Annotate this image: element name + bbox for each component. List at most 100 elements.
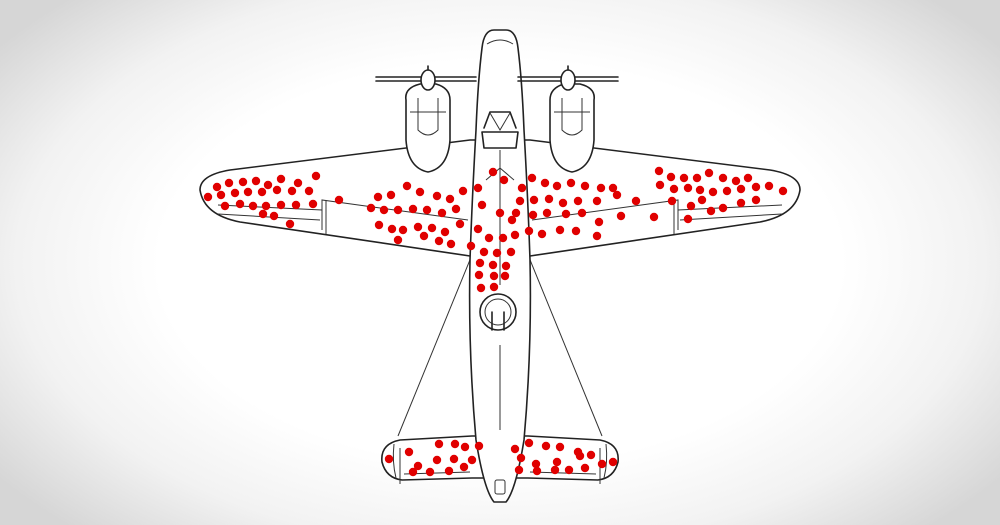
bullet-hit-dot	[736, 198, 746, 208]
bullet-hit-dot	[311, 171, 321, 181]
bullet-hit-dot	[529, 195, 539, 205]
bullet-hit-dot	[212, 182, 222, 192]
bullet-hit-dot	[230, 188, 240, 198]
bullet-hit-dot	[203, 192, 213, 202]
left-propeller	[375, 65, 477, 91]
fuselage	[468, 29, 532, 503]
bullet-hit-dot	[444, 466, 454, 476]
bullet-hit-dot	[304, 186, 314, 196]
bullet-hit-dot	[413, 222, 423, 232]
bullet-hit-dot	[287, 186, 297, 196]
bullet-hit-dot	[594, 217, 604, 227]
bullet-hit-dot	[552, 181, 562, 191]
bullet-hit-dot	[708, 187, 718, 197]
bullet-hit-dot	[216, 190, 226, 200]
bullet-hit-dot	[706, 206, 716, 216]
right-propeller	[517, 65, 619, 91]
bullet-hit-dot	[655, 180, 665, 190]
bullet-hit-dot	[308, 199, 318, 209]
bullet-hit-dot	[434, 439, 444, 449]
bullet-hit-dot	[474, 270, 484, 280]
bullet-hit-dot	[575, 451, 585, 461]
hits-fuselage	[466, 167, 520, 293]
hits-right-inner-wing	[511, 173, 659, 241]
bullet-hit-dot	[459, 462, 469, 472]
bullet-hit-dot	[384, 454, 394, 464]
bullet-hit-dot	[697, 195, 707, 205]
bullet-hit-dot	[683, 214, 693, 224]
bullet-hit-dot	[718, 173, 728, 183]
bullet-hit-dot	[649, 212, 659, 222]
bullet-hit-dot	[537, 229, 547, 239]
bullet-hit-dot	[552, 457, 562, 467]
bullet-hit-dot	[743, 173, 753, 183]
bullet-hit-dot	[542, 208, 552, 218]
bullet-hit-dot	[402, 181, 412, 191]
bullet-hit-dot	[387, 224, 397, 234]
bullet-hit-dot	[422, 205, 432, 215]
bullet-hit-dot	[445, 194, 455, 204]
bullet-hit-dot	[450, 439, 460, 449]
bullet-hit-dot	[251, 176, 261, 186]
bullet-hit-dot	[586, 450, 596, 460]
bullet-hit-dot	[440, 227, 450, 237]
bullet-hit-dot	[751, 195, 761, 205]
bullet-hit-dot	[458, 186, 468, 196]
bullet-hit-dot	[477, 200, 487, 210]
bullet-hit-dot	[564, 465, 574, 475]
bullet-hit-dot	[460, 442, 470, 452]
bullet-hit-dot	[692, 173, 702, 183]
bullet-hit-dot	[669, 184, 679, 194]
bullet-hit-dot	[489, 271, 499, 281]
bullet-hit-dot	[427, 223, 437, 233]
bullet-hit-dot	[291, 200, 301, 210]
bullet-hit-dot	[272, 185, 282, 195]
hits-right-wing	[654, 166, 788, 224]
bullet-hit-dot	[393, 235, 403, 245]
bullet-hit-dot	[473, 183, 483, 193]
bullet-hit-dot	[580, 181, 590, 191]
bullet-hit-dot	[408, 467, 418, 477]
bullet-hit-dot	[580, 463, 590, 473]
bullet-hit-dot	[404, 447, 414, 457]
bullet-hit-dot	[476, 283, 486, 293]
bullet-hit-dot	[544, 194, 554, 204]
bullet-hit-dot	[507, 215, 517, 225]
bullet-hit-dot	[506, 247, 516, 257]
bullet-hit-dot	[592, 196, 602, 206]
bullet-hit-dot	[751, 182, 761, 192]
right-engine-nacelle	[549, 83, 596, 173]
bullet-hit-dot	[261, 201, 271, 211]
bullet-hit-dot	[517, 183, 527, 193]
bullet-hit-dot	[558, 198, 568, 208]
bullet-hit-dot	[285, 219, 295, 229]
bullet-hit-dot	[276, 200, 286, 210]
bullet-hit-dot	[473, 224, 483, 234]
bullet-hit-dot	[379, 205, 389, 215]
bullet-hit-dot	[654, 166, 664, 176]
bullet-hit-dot	[722, 186, 732, 196]
bullet-hit-dot	[524, 226, 534, 236]
bullet-hit-dot	[516, 453, 526, 463]
bullet-hit-dot	[498, 233, 508, 243]
bullet-hit-dot	[467, 455, 477, 465]
bullet-hit-dot	[731, 176, 741, 186]
bullet-hit-dot	[510, 444, 520, 454]
bullet-hit-dot	[679, 173, 689, 183]
bullet-hit-dot	[293, 178, 303, 188]
bullet-hit-dot	[527, 173, 537, 183]
bullet-hit-dot	[561, 209, 571, 219]
bullet-hit-dot	[451, 204, 461, 214]
bullet-hit-dot	[566, 178, 576, 188]
bullet-hit-dot	[514, 465, 524, 475]
bullet-hit-dot	[373, 192, 383, 202]
bullet-hit-dot	[248, 201, 258, 211]
bullet-hit-dot	[434, 236, 444, 246]
bullet-hit-dot	[631, 196, 641, 206]
bullet-hit-dot	[555, 442, 565, 452]
bullet-hit-dot	[500, 271, 510, 281]
bullet-hit-dot	[398, 225, 408, 235]
bullet-hit-dot	[704, 168, 714, 178]
bullet-hit-dot	[449, 454, 459, 464]
